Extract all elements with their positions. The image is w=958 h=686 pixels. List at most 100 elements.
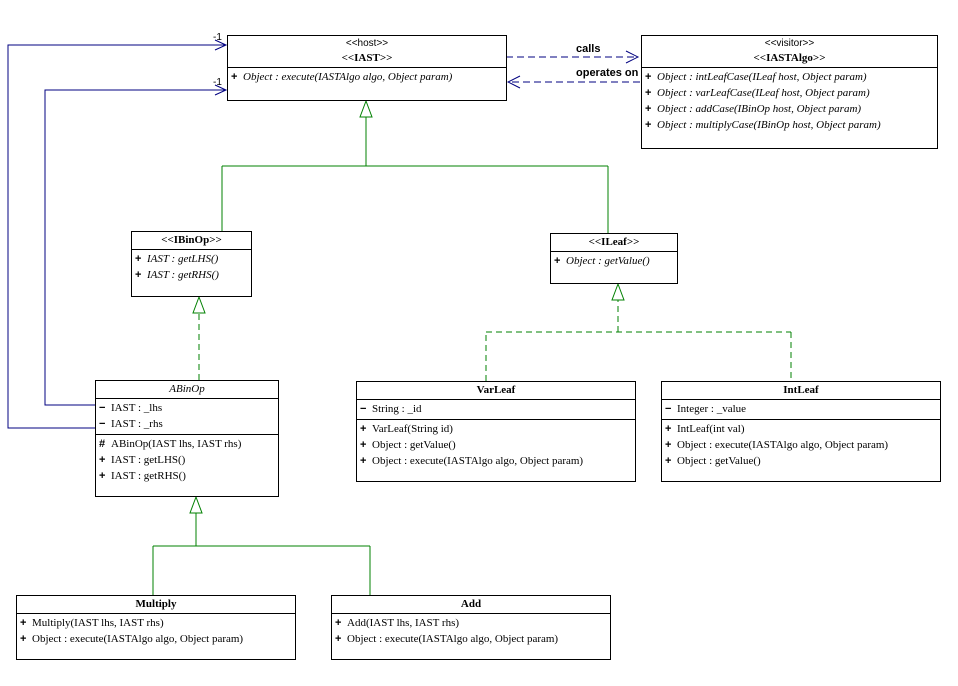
class-iastalgo-header: <<visitor>> <<IASTAlgo>> — [642, 36, 937, 68]
operation-row: + Object : execute(IASTAlgo algo, Object … — [228, 69, 506, 85]
operation-text: Object : varLeafCase(ILeaf host, Object … — [657, 87, 870, 99]
attribute-text: String : _id — [372, 403, 422, 415]
attribute-row: −Integer : _value — [662, 401, 940, 417]
visibility-public: + — [360, 455, 367, 467]
class-ibinop-name: <<IBinOp>> — [161, 234, 222, 246]
class-multiply-header: Multiply — [17, 596, 295, 614]
operation-text: Object : execute(IASTAlgo algo, Object p… — [347, 633, 559, 645]
operation-text: Object : getValue() — [372, 439, 456, 451]
class-abinop[interactable]: ABinOp −IAST : _lhs −IAST : _rhs #ABinOp… — [95, 380, 279, 497]
class-multiply[interactable]: Multiply +Multiply(IAST lhs, IAST rhs) +… — [16, 595, 296, 660]
class-intleaf[interactable]: IntLeaf −Integer : _value + IntLeaf(int v… — [661, 381, 941, 482]
operation-text: Object : multiplyCase(IBinOp host, Objec… — [657, 119, 881, 131]
class-abinop-name: ABinOp — [169, 383, 205, 395]
visibility-public: + — [99, 470, 106, 482]
dependency-calls — [506, 50, 640, 64]
attribute-text: IAST : _lhs — [111, 402, 163, 414]
operation-row: + IAST : getRHS() — [96, 468, 278, 484]
class-iast-name: <<IAST>> — [341, 52, 393, 64]
class-varleaf-attributes: −String : _id — [357, 400, 635, 419]
association-lhs — [44, 84, 228, 406]
attribute-row: −String : _id — [357, 401, 635, 417]
class-iastalgo[interactable]: <<visitor>> <<IASTAlgo>> +Object : intLe… — [641, 35, 938, 149]
operation-text: Object : addCase(IBinOp host, Object par… — [657, 103, 862, 115]
visibility-private: − — [99, 418, 106, 430]
operation-row: +IAST : getLHS() — [96, 452, 278, 468]
operation-row: + Object : getValue() — [662, 453, 940, 469]
operation-row: + Add(IAST lhs, IAST rhs) — [332, 615, 610, 631]
class-iast[interactable]: <<host>> <<IAST>> +Object : execute(IAST… — [227, 35, 507, 101]
visibility-public: + — [20, 633, 27, 645]
visibility-private: − — [99, 402, 106, 414]
class-abinop-operations: #ABinOp(IAST lhs, IAST rhs) +IAST : getL… — [96, 434, 278, 486]
multiplicity-rhs: -1 — [213, 32, 222, 43]
attribute-row: −IAST : _rhs — [96, 416, 278, 432]
operation-text: Object : getValue() — [566, 255, 650, 267]
visibility-public: + — [20, 617, 27, 629]
class-ibinop[interactable]: <<IBinOp>> + IAST : getLHS() +IAST : getR… — [131, 231, 252, 297]
class-varleaf[interactable]: VarLeaf −String : _id + VarLeaf(String id… — [356, 381, 636, 482]
operation-text: Object : execute(IASTAlgo algo, Object p… — [677, 439, 889, 451]
visibility-public: + — [360, 423, 367, 435]
class-iastalgo-operations: +Object : intLeafCase(ILeaf host, Object… — [642, 68, 937, 135]
visibility-public: + — [360, 439, 367, 451]
class-intleaf-attributes: −Integer : _value — [662, 400, 940, 419]
visibility-private: − — [665, 403, 672, 415]
operation-row: + IntLeaf(int val) — [662, 421, 940, 437]
operation-row: +Object : execute(IASTAlgo algo, Object … — [662, 437, 940, 453]
visibility-public: + — [554, 255, 561, 267]
operation-text: IAST : getLHS() — [147, 253, 219, 265]
visibility-public: + — [135, 269, 142, 281]
operation-text: IAST : getRHS() — [111, 470, 186, 482]
multiplicity-lhs: -1 — [213, 77, 222, 88]
operation-row: +Object : execute(IASTAlgo algo, Object … — [357, 453, 635, 469]
generalization-to-abinop — [152, 495, 371, 595]
visibility-public: + — [135, 253, 142, 265]
class-iast-operations: + Object : execute(IASTAlgo algo, Object … — [228, 68, 506, 87]
class-add-header: Add — [332, 596, 610, 614]
operation-row: +IAST : getRHS() — [132, 267, 251, 283]
operation-row: +Object : intLeafCase(ILeaf host, Object… — [642, 69, 937, 85]
operation-text: Add(IAST lhs, IAST rhs) — [347, 617, 460, 629]
class-iastalgo-name: <<IASTAlgo>> — [753, 52, 826, 64]
operation-row: + Object : execute(IASTAlgo algo, Object … — [17, 631, 295, 647]
visibility-public: + — [645, 119, 652, 131]
operation-text: VarLeaf(String id) — [372, 423, 453, 435]
visibility-public: + — [665, 423, 672, 435]
operation-row: + VarLeaf(String id) — [357, 421, 635, 437]
class-ileaf-operations: + Object : getValue() — [551, 252, 677, 271]
class-intleaf-header: IntLeaf — [662, 382, 940, 400]
class-ibinop-header: <<IBinOp>> — [132, 232, 251, 250]
class-add-name: Add — [460, 598, 482, 610]
class-add-operations: + Add(IAST lhs, IAST rhs) +Object : execu… — [332, 614, 610, 649]
class-ileaf-name: <<ILeaf>> — [588, 236, 640, 248]
class-ileaf[interactable]: <<ILeaf>> + Object : getValue() — [550, 233, 678, 284]
visibility-public: + — [665, 455, 672, 467]
operation-text: Object : execute(IASTAlgo algo, Object p… — [32, 633, 244, 645]
class-abinop-attributes: −IAST : _lhs −IAST : _rhs — [96, 399, 278, 434]
operates-on-label: operates on — [576, 67, 639, 79]
operation-row: + IAST : getLHS() — [132, 251, 251, 267]
class-add[interactable]: Add + Add(IAST lhs, IAST rhs) +Object : e… — [331, 595, 611, 660]
visibility-public: + — [645, 71, 652, 83]
operation-row: +Object : execute(IASTAlgo algo, Object … — [332, 631, 610, 647]
operation-row: + Object : getValue() — [357, 437, 635, 453]
class-varleaf-operations: + VarLeaf(String id) + Object : getValue()… — [357, 419, 635, 471]
dependency-operates-on — [506, 75, 640, 89]
operation-row: + Object : getValue() — [551, 253, 677, 269]
operation-text: Object : getValue() — [677, 455, 761, 467]
class-varleaf-name: VarLeaf — [476, 384, 516, 396]
operation-text: Object : execute(IASTAlgo algo, Object p… — [243, 71, 453, 83]
operation-row: +Multiply(IAST lhs, IAST rhs) — [17, 615, 295, 631]
operation-text: IntLeaf(int val) — [677, 423, 745, 435]
operation-row: +Object : addCase(IBinOp host, Object pa… — [642, 101, 937, 117]
attribute-row: −IAST : _lhs — [96, 400, 278, 416]
class-ibinop-operations: + IAST : getLHS() +IAST : getRHS() — [132, 250, 251, 285]
generalization-to-iast — [221, 99, 609, 234]
visibility-public: + — [335, 617, 342, 629]
visibility-public: + — [231, 71, 238, 83]
class-ileaf-header: <<ILeaf>> — [551, 234, 677, 252]
calls-label: calls — [576, 43, 601, 55]
